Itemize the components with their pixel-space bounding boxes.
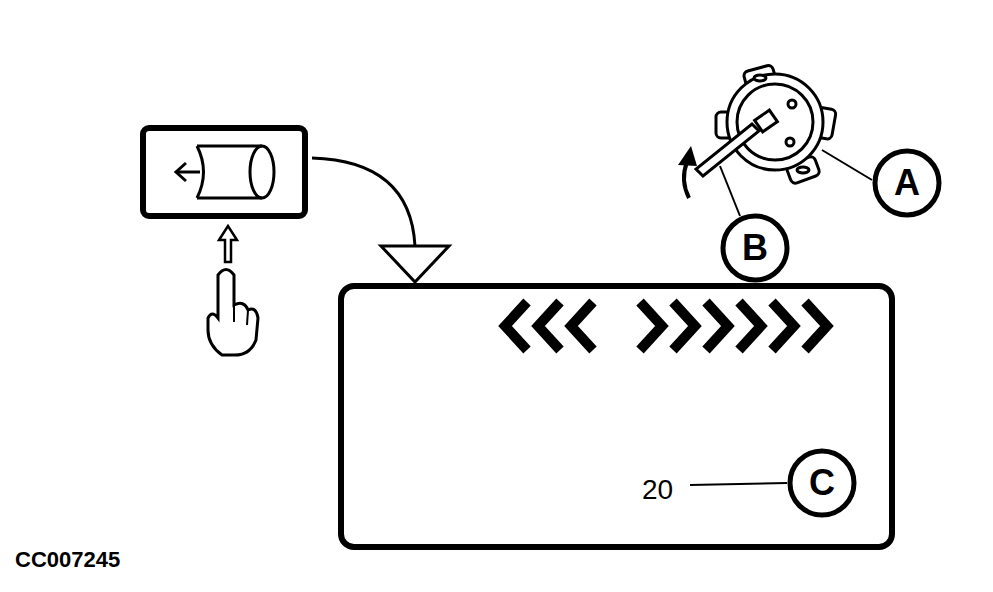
button-frame	[143, 128, 305, 216]
pointer-arrow	[312, 158, 415, 246]
display-panel: 20 C	[338, 283, 895, 550]
hand	[208, 270, 258, 356]
chevrons	[505, 302, 827, 350]
press-arrow	[219, 226, 237, 262]
callout-letter: B	[742, 227, 768, 269]
callout-ring	[875, 151, 939, 215]
hand-lines	[234, 305, 248, 325]
drum-symbol	[176, 146, 274, 198]
callout-ring	[790, 451, 854, 515]
display-value: 20	[642, 474, 673, 506]
figure-code: CC007245	[15, 547, 120, 573]
callout-ring	[723, 216, 787, 280]
callout-circle: A	[872, 148, 942, 218]
callout-letter: A	[894, 162, 920, 204]
callout-circle: B	[720, 213, 790, 283]
leader-lines	[690, 150, 872, 485]
pointer-arrowhead	[381, 246, 449, 282]
rotation-arrowhead	[678, 146, 697, 166]
rotation-arrow	[684, 162, 689, 198]
callout-letter: C	[809, 462, 835, 504]
sensor	[696, 64, 836, 184]
callout-circle: C	[787, 448, 857, 518]
